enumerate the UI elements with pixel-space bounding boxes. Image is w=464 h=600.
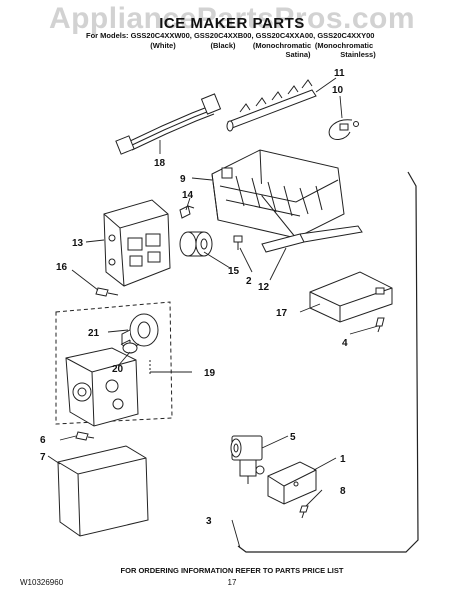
motor-part <box>121 313 159 347</box>
ordering-footer: FOR ORDERING INFORMATION REFER TO PARTS … <box>120 566 344 575</box>
callout-3: 3 <box>206 516 212 527</box>
models-line: For Models: GSS20C4XXW00, GSS20C4XXB00, … <box>86 31 375 40</box>
variant-stainless-line1: (Monochromatic <box>314 41 374 50</box>
module-part <box>65 347 151 427</box>
callout-18: 18 <box>154 158 166 169</box>
callout-10: 10 <box>332 85 344 96</box>
wire-harness-part <box>115 93 222 155</box>
callout-21: 21 <box>88 328 100 339</box>
callout-14: 14 <box>182 190 194 201</box>
screw-8-part <box>299 505 309 519</box>
variant-satina-line1: (Monochromatic <box>252 41 312 50</box>
callout-13: 13 <box>72 238 84 249</box>
callout-7: 7 <box>40 452 46 463</box>
callout-16: 16 <box>56 262 68 273</box>
sensor-part <box>328 119 359 140</box>
variant-black: (Black) <box>210 41 236 50</box>
callout-8: 8 <box>340 486 346 497</box>
watermark-text: AppliancePartsPros.com <box>48 2 416 35</box>
water-valve-part <box>230 435 265 484</box>
variant-stainless-line2: Stainless) <box>340 50 376 59</box>
control-housing-part <box>103 199 171 287</box>
document-id: W10326960 <box>20 578 64 587</box>
fill-tube-part <box>237 171 419 553</box>
page-number: 17 <box>227 578 237 587</box>
callout-1: 1 <box>340 454 346 465</box>
screw-4-part <box>375 317 385 333</box>
callout-9: 9 <box>180 174 186 185</box>
screw-6-part <box>75 431 95 441</box>
ejector-part <box>226 79 317 132</box>
mounting-bracket-part <box>309 271 393 323</box>
screw-16-part <box>95 287 119 297</box>
front-cover-part <box>57 445 149 537</box>
gear-part <box>120 340 140 354</box>
page-title: ICE MAKER PARTS <box>159 15 305 32</box>
callout-12: 12 <box>258 282 270 293</box>
callout-15: 15 <box>228 266 240 277</box>
leader-lines <box>47 77 379 549</box>
clip-part <box>179 205 195 219</box>
variant-white: (White) <box>150 41 176 50</box>
callout-6: 6 <box>40 435 46 446</box>
coupler-part <box>179 231 213 257</box>
callout-4: 4 <box>342 338 348 349</box>
callout-11: 11 <box>334 68 345 79</box>
bail-arm-part <box>261 225 363 253</box>
callout-2: 2 <box>246 276 252 287</box>
valve-bracket-part <box>267 461 317 505</box>
callout-20: 20 <box>112 364 124 375</box>
variant-satina-line2: Satina) <box>285 50 311 59</box>
callout-5: 5 <box>290 432 296 443</box>
ice-mold-part <box>211 149 345 239</box>
callout-19: 19 <box>204 368 216 379</box>
callout-17: 17 <box>276 308 288 319</box>
screw-2-part <box>233 235 243 250</box>
